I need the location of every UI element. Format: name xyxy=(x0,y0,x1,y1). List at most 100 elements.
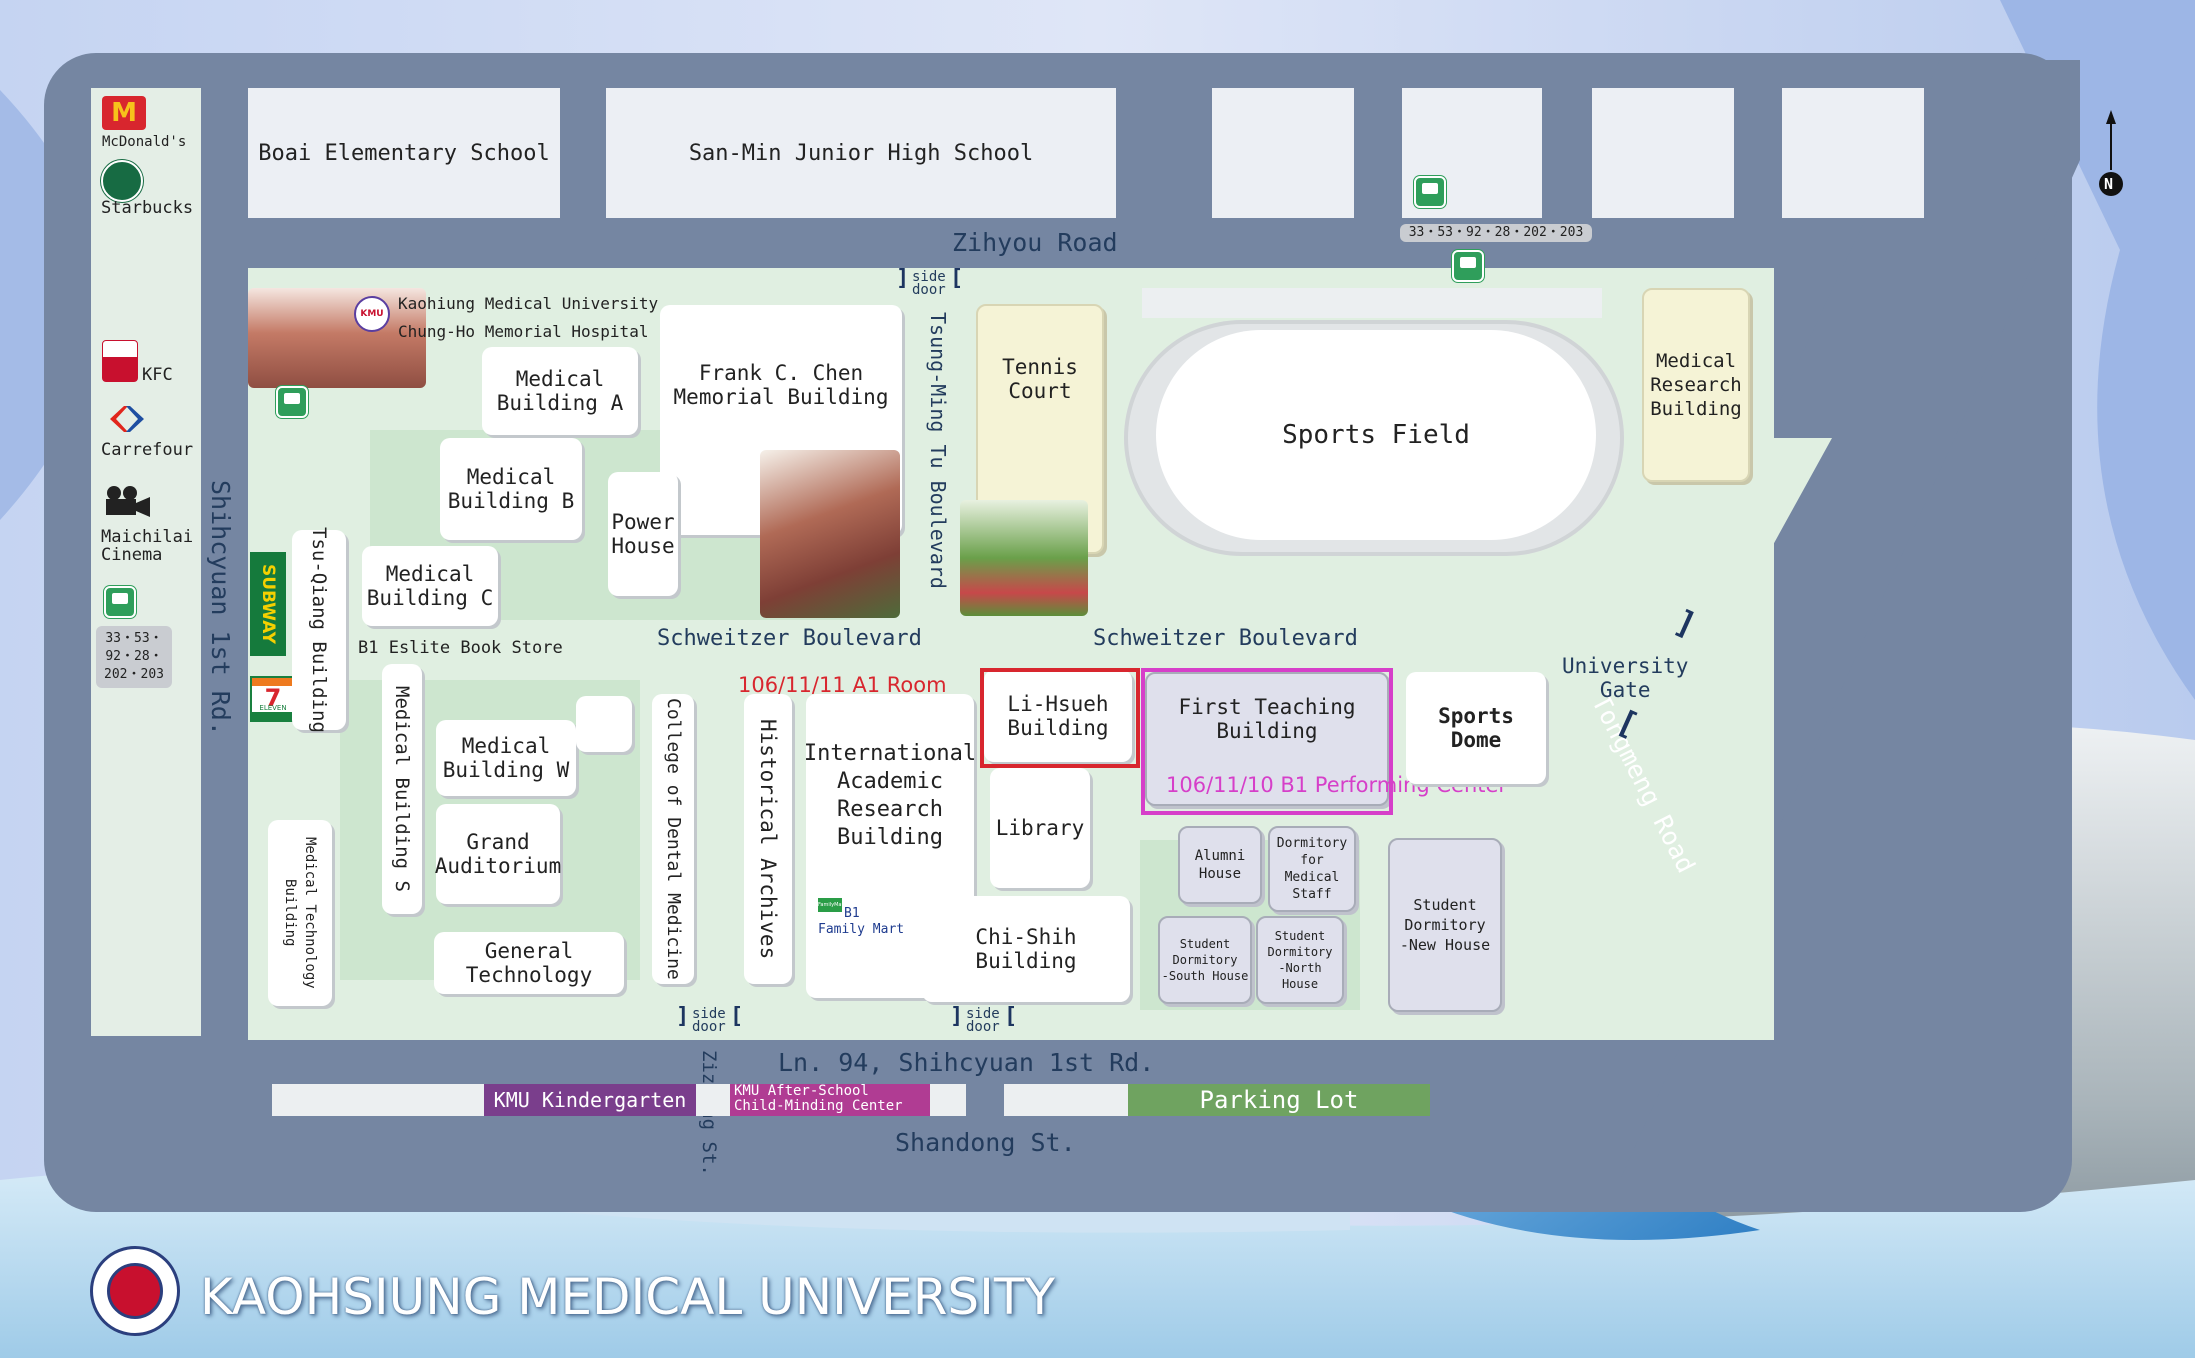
historical-archives: Historical Archives xyxy=(744,694,792,984)
tsu-qiang-label: Tsu-Qiang Building xyxy=(308,527,330,733)
shandong-street-label: Shandong St. xyxy=(895,1128,1076,1157)
library: Library xyxy=(990,768,1090,888)
top-block xyxy=(1592,88,1734,218)
schweitzer-boulevard-west-label: Schweitzer Boulevard xyxy=(657,626,922,651)
medical-technology-building: Medical Technology Building xyxy=(268,820,332,1006)
frank-building-photo xyxy=(760,450,900,618)
bus-stop-icon xyxy=(1414,176,1446,208)
sanmin-label: San-Min Junior High School xyxy=(688,140,1034,166)
family-mart-b1-label: B1 xyxy=(844,906,860,921)
tsu-qiang-building: Tsu-Qiang Building xyxy=(292,527,346,733)
side-door-bracket: ] xyxy=(950,1004,964,1029)
hospital-badge-icon: KMU xyxy=(354,296,390,332)
starbucks-logo-icon xyxy=(101,160,143,202)
university-title: KAOHSIUNG MEDICAL UNIVERSITY xyxy=(200,1268,1056,1326)
side-door-bracket: [ xyxy=(1004,1004,1018,1029)
maichilai-cinema-label: Maichilai Cinema xyxy=(101,527,194,565)
side-door-bottom-right: side door xyxy=(966,1006,1000,1035)
side-door-bracket: ] xyxy=(676,1004,690,1029)
general-technology: General Technology xyxy=(434,932,624,994)
b1-performing-center-highlight-box xyxy=(1141,668,1393,815)
student-dormitory-south-house: Student Dormitory -South House xyxy=(1158,916,1252,1004)
dental-label: College of Dental Medicine xyxy=(663,698,684,980)
left-commercial-strip xyxy=(91,88,201,1036)
alumni-house: Alumni House xyxy=(1178,826,1262,904)
university-gate-label: University Gate xyxy=(1562,654,1689,702)
tennis-court-photo xyxy=(960,500,1088,616)
bus-stop-icon xyxy=(1452,250,1484,282)
carrefour-logo-icon xyxy=(110,406,144,432)
medical-technology-label: Medical Technology Building xyxy=(282,837,318,989)
side-door-bracket: ] xyxy=(896,266,910,291)
a1-room-event-label: 106/11/11 A1 Room xyxy=(738,673,947,697)
side-door-bottom-left: side door xyxy=(692,1006,726,1035)
seven-label: 7 xyxy=(264,684,282,712)
iarb-label: International Academic Research Building xyxy=(803,741,977,850)
cinema-camera-icon xyxy=(106,486,150,517)
student-dormitory-north-house: Student Dormitory -North House xyxy=(1256,916,1344,1004)
eleven-label: ELEVEN xyxy=(259,704,287,712)
starbucks-label: Starbucks xyxy=(101,198,194,218)
medical-building-s-label: Medical Building S xyxy=(391,686,413,892)
medical-building-c: Medical Building C xyxy=(362,546,498,626)
shihcyuan-1st-road-label: Shihcyuan 1st Rd. xyxy=(206,480,235,736)
li-hsueh-building: Li-Hsueh Building xyxy=(984,670,1132,762)
parking-lot: Parking Lot xyxy=(1128,1084,1430,1116)
ln94-road-label: Ln. 94, Shihcyuan 1st Rd. xyxy=(778,1048,1155,1077)
boai-elementary-school: Boai Elementary School xyxy=(248,88,560,218)
top-block xyxy=(1212,88,1354,218)
a1-room-highlight-box xyxy=(980,668,1140,768)
hospital-name-line2: Chung-Ho Memorial Hospital xyxy=(398,322,649,341)
bus-stop-icon xyxy=(276,386,308,418)
bottom-block xyxy=(1004,1084,1128,1116)
medical-building-w-annex xyxy=(576,696,632,752)
college-of-dental-medicine: College of Dental Medicine xyxy=(652,694,694,984)
chi-shih-building: Chi-Shih Building xyxy=(922,896,1130,1002)
bus-routes-left: 33・53・ 92・28・ 202・203 xyxy=(96,626,172,688)
kmu-seal-logo xyxy=(90,1246,180,1336)
kfc-logo-icon xyxy=(102,340,138,382)
frank-label: Frank C. Chen Memorial Building xyxy=(673,361,889,409)
first-teaching-building: First Teaching Building xyxy=(1145,672,1389,806)
medical-building-b: Medical Building B xyxy=(440,438,582,540)
side-door-top: side door xyxy=(912,269,946,298)
zihyou-road-label: Zihyou Road xyxy=(952,228,1118,257)
sanmin-junior-high-school: San-Min Junior High School xyxy=(606,88,1116,218)
family-mart-logo-icon: FamilyMart xyxy=(818,898,845,912)
medical-research-building: Medical Research Building xyxy=(1642,288,1750,482)
top-block xyxy=(1782,88,1924,218)
side-door-bracket: [ xyxy=(950,266,964,291)
kfc-label: KFC xyxy=(142,365,173,385)
north-label: N xyxy=(2104,175,2114,193)
dormitory-for-medical-staff: Dormitory for Medical Staff xyxy=(1268,826,1356,912)
power-house: Power House xyxy=(608,472,678,596)
medical-building-w: Medical Building W xyxy=(436,720,576,796)
bus-stop-icon xyxy=(104,586,136,618)
kmu-after-school-center: KMU After-School Child-Minding Center xyxy=(730,1084,930,1116)
north-arrow-icon xyxy=(2099,110,2123,196)
hospital-photo xyxy=(248,288,426,388)
hospital-name-line1: Kaohiung Medical University xyxy=(398,294,659,313)
grand-auditorium: Grand Auditorium xyxy=(435,804,561,904)
mcdonalds-label: McDonald's xyxy=(102,134,187,150)
medical-building-s: Medical Building S xyxy=(382,664,422,914)
archives-label: Historical Archives xyxy=(756,718,780,960)
sports-field: Sports Field xyxy=(1156,330,1596,540)
first-teaching-label: First Teaching Building xyxy=(1178,695,1356,743)
schweitzer-boulevard-east-label: Schweitzer Boulevard xyxy=(1093,626,1358,651)
mcdonalds-logo-icon: M xyxy=(102,96,146,130)
sports-dome: Sports Dome xyxy=(1406,672,1546,784)
bus-routes-top: 33・53・92・28・202・203 xyxy=(1400,224,1592,242)
boai-label: Boai Elementary School xyxy=(258,140,550,166)
carrefour-label: Carrefour xyxy=(101,440,194,460)
side-door-bracket: [ xyxy=(730,1004,744,1029)
medical-building-a: Medical Building A xyxy=(482,347,638,435)
tsung-ming-tu-boulevard-label: Tsung-Ming Tu Boulevard xyxy=(926,312,950,589)
kmu-kindergarten: KMU Kindergarten xyxy=(484,1084,696,1116)
subway-logo-icon: SUBWAY xyxy=(250,552,286,656)
family-mart-label: Family Mart xyxy=(818,922,905,937)
student-dormitory-new-house: Student Dormitory -New House xyxy=(1388,838,1502,1012)
track-top-strip xyxy=(1142,288,1602,318)
eslite-book-store-label: B1 Eslite Book Store xyxy=(358,638,563,658)
seven-eleven-logo-icon: 7 ELEVEN xyxy=(250,676,296,722)
